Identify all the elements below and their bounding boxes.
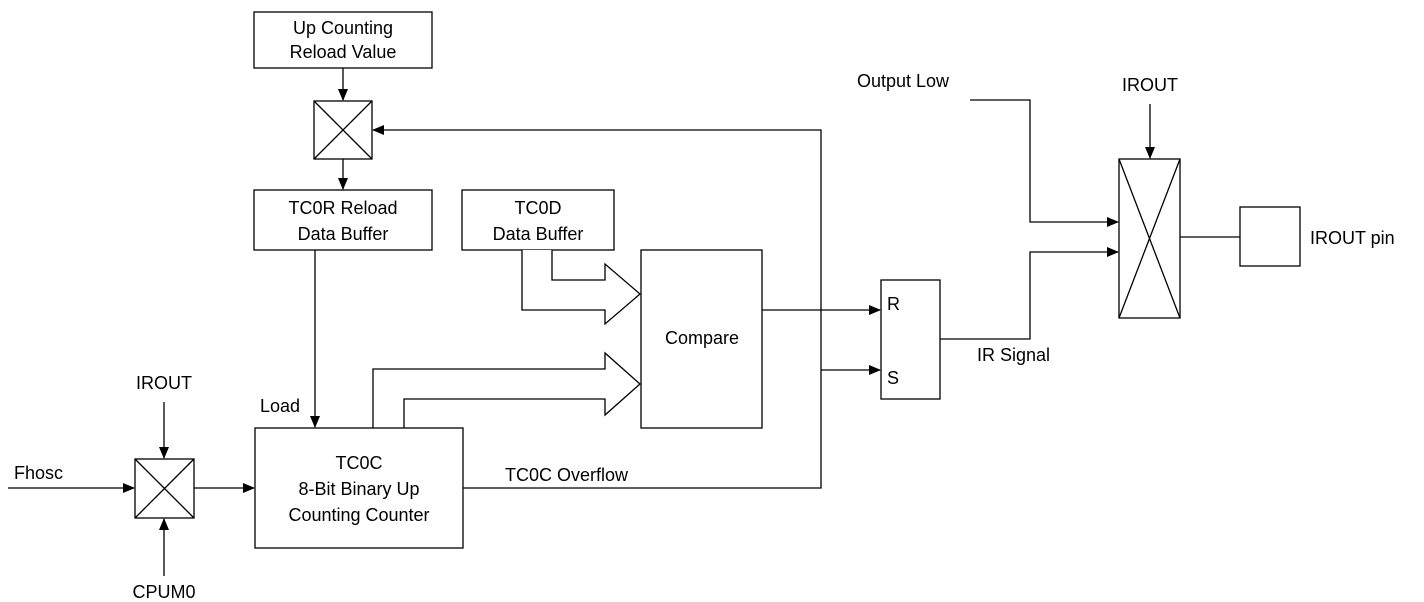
- tc0r-box: [253, 189, 433, 251]
- wire-output-low: [970, 99, 1119, 227]
- up-reload-box: [253, 11, 433, 69]
- fhosc-label: Fhosc: [14, 463, 63, 483]
- tc0c-box: [254, 427, 464, 549]
- top-mux: [313, 100, 373, 160]
- bus-tc0d-to-compare: [521, 250, 641, 326]
- irout-right-label: IROUT: [1122, 75, 1178, 95]
- cpum0-label: CPUM0: [132, 582, 195, 602]
- compare-box: [640, 249, 763, 429]
- tc0d-box: [461, 189, 615, 251]
- rs-flipflop-box: [880, 279, 941, 400]
- right-mux: [1118, 158, 1181, 319]
- tc0c-line3: Counting Counter: [288, 505, 429, 525]
- bus-tc0c-to-compare: [372, 351, 641, 428]
- wire-overflow-loop: [372, 125, 822, 489]
- left-mux: [134, 458, 195, 519]
- ir-signal-label: IR Signal: [977, 345, 1050, 365]
- up-reload-line2: Reload Value: [290, 42, 397, 62]
- rs-r-label: R: [887, 294, 900, 314]
- rs-s-label: S: [887, 368, 899, 388]
- load-label: Load: [260, 396, 300, 416]
- overflow-label: TC0C Overflow: [505, 465, 629, 485]
- tc0c-line1: TC0C: [335, 453, 382, 473]
- wire-ir-signal: [940, 247, 1119, 340]
- tc0r-line2: Data Buffer: [298, 224, 389, 244]
- tc0d-line1: TC0D: [514, 198, 561, 218]
- tc0d-line2: Data Buffer: [493, 224, 584, 244]
- up-reload-line1: Up Counting: [293, 18, 393, 38]
- compare-label: Compare: [665, 328, 739, 348]
- irout-left-label: IROUT: [136, 373, 192, 393]
- output-low-label: Output Low: [857, 71, 950, 91]
- tc0r-line1: TC0R Reload: [288, 198, 397, 218]
- irout-pin-box: [1239, 206, 1301, 267]
- irout-pin-label: IROUT pin: [1310, 228, 1395, 248]
- tc0c-line2: 8-Bit Binary Up: [298, 479, 419, 499]
